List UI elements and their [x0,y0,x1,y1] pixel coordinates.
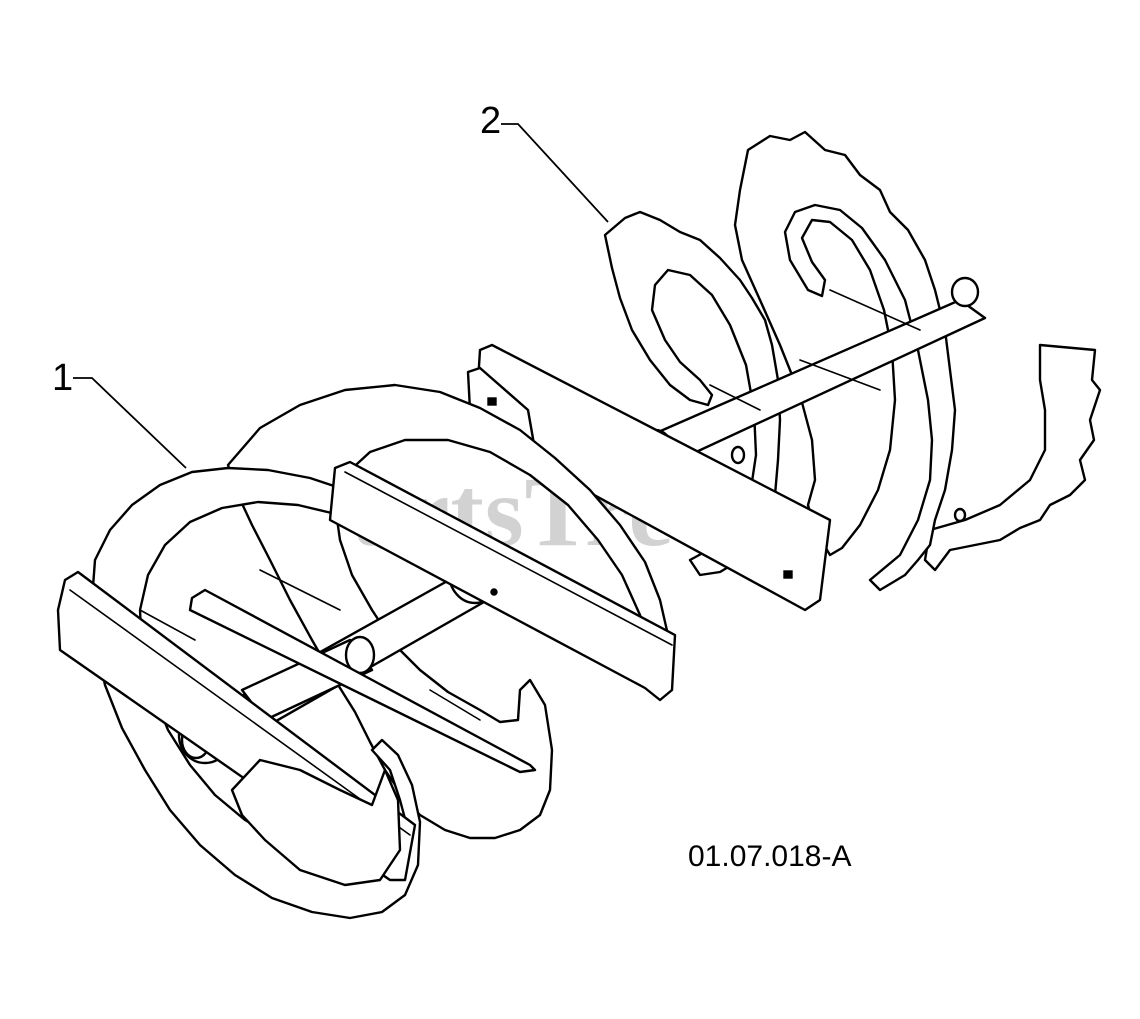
right-auger-bearing [950,276,980,308]
callout-1: 1 [52,357,187,469]
left-auger-paddle-upper-edge [344,471,673,646]
left-auger-paddle-upper [328,460,677,702]
callout-leader-1 [73,377,187,469]
callout-2: 2 [480,100,609,223]
right-auger-bolt-hole-2 [783,570,793,579]
right-auger-spoke-3 [799,359,881,391]
right-auger-rear-flight [923,343,1102,572]
callout-number-1: 1 [52,357,73,399]
drawing-code: 01.07.018-A [688,840,851,873]
left-auger-paddle-edge [69,589,411,836]
left-auger-inner-flight [230,758,402,887]
left-auger-spoke-3 [429,689,481,721]
left-auger-spoke-2 [259,569,341,611]
callout-number-2: 2 [480,100,501,142]
right-auger-rivet [730,445,746,465]
right-auger-bolt-hole-1 [487,397,497,406]
right-auger-spoke-1 [709,384,761,411]
left-auger-spoke-1 [139,609,196,641]
right-auger-rivet-2 [953,507,967,523]
right-auger-spoke-2 [829,289,921,331]
left-auger-part-1 [56,383,677,920]
left-auger-paddle-middle [188,588,537,774]
left-auger-bolt [490,588,498,596]
right-auger-part-2 [466,130,1102,612]
callout-leader-2 [501,123,609,223]
